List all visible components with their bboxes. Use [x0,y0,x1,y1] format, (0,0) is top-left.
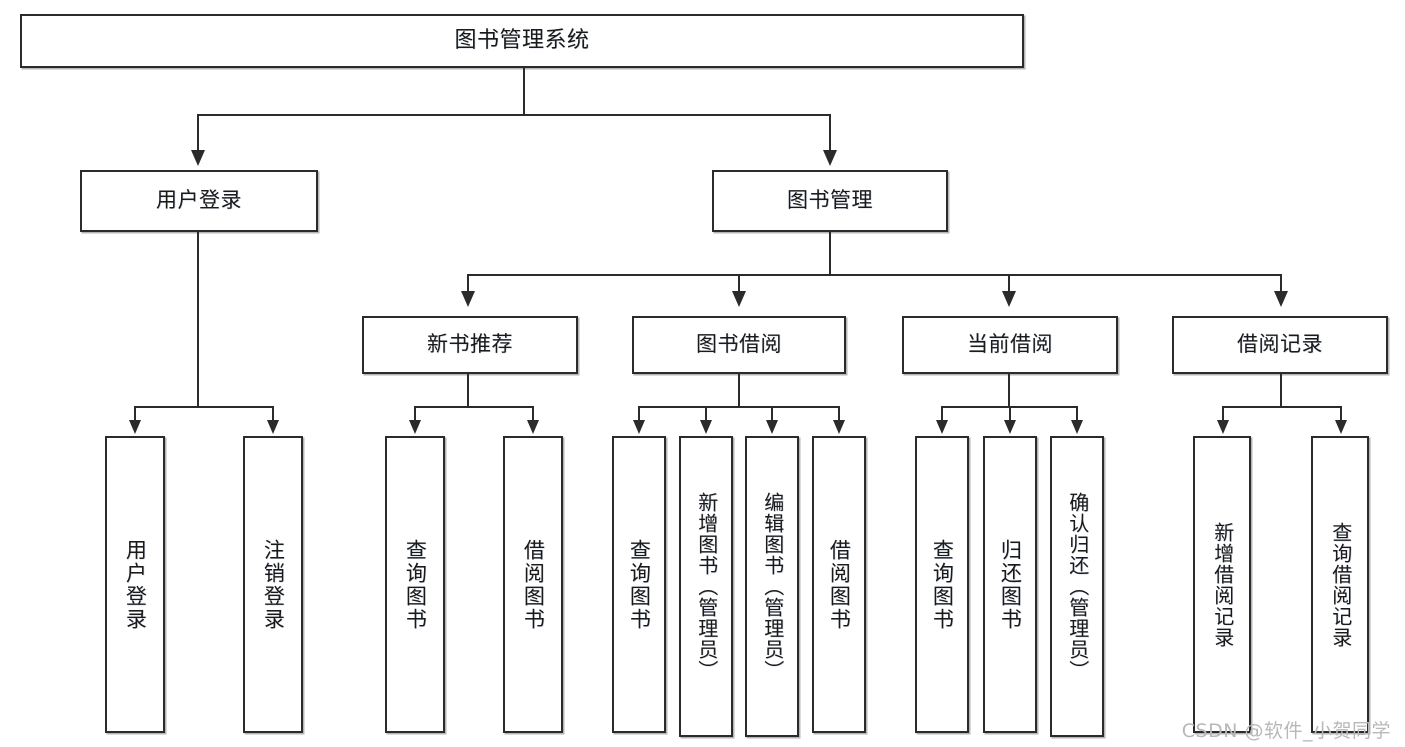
arrow-bb-leaf-2 [700,420,712,434]
node-borrow-record[interactable]: 借阅记录 [1172,316,1388,374]
leaf-current-borrow-query[interactable]: 查询图书 [915,436,969,733]
connector-br-drop-1 [1222,406,1224,421]
connector-user-login-drop-2 [272,406,274,421]
node-label: 确认归还（管理员） [1065,492,1090,681]
node-label: 当前借阅 [967,332,1053,357]
connector-user-login-bar [134,406,273,408]
connector-book-management-stem [829,232,831,276]
node-label: 图书管理系统 [454,27,590,53]
node-root-book-management-system[interactable]: 图书管理系统 [20,14,1024,68]
connector-bm-drop-4 [1280,274,1282,292]
node-label: 用户登录 [156,188,242,213]
connector-nb-drop-2 [532,406,534,421]
node-label: 借阅记录 [1237,332,1323,357]
node-new-book-recommend[interactable]: 新书推荐 [362,316,578,374]
arrow-nb-leaf-2 [527,420,539,434]
node-label: 图书借阅 [696,332,782,357]
arrow-cb-leaf-3 [1071,420,1083,434]
arrow-cb-leaf-2 [1004,420,1016,434]
arrow-cb-leaf-1 [936,420,948,434]
leaf-new-book-query[interactable]: 查询图书 [385,436,445,733]
node-label: 新增借阅记录 [1210,521,1235,648]
connector-book-borrow-stem [738,374,740,407]
leaf-current-borrow-confirm-return[interactable]: 确认归还（管理员） [1050,436,1104,737]
node-label: 用户登录 [123,538,148,631]
arrow-user-login-leaf-1 [129,420,141,434]
connector-bm-drop-2 [738,274,740,292]
leaf-book-borrow-query[interactable]: 查询图书 [612,436,666,733]
connector-book-management-bar [468,274,1282,276]
connector-bb-drop-4 [838,406,840,421]
leaf-user-login-logout[interactable]: 注销登录 [243,436,303,733]
connector-new-book-bar [414,406,534,408]
connector-root-stem [523,68,525,115]
connector-bm-drop-3 [1008,274,1010,292]
node-label: 图书管理 [787,188,873,213]
connector-user-login-drop-1 [134,406,136,421]
connector-root-to-book-management [829,114,831,152]
connector-bm-drop-1 [467,274,469,292]
arrow-nb-leaf-1 [409,420,421,434]
connector-cb-drop-1 [941,406,943,421]
connector-nb-drop-1 [414,406,416,421]
arrow-br-leaf-2 [1335,420,1347,434]
connector-bb-drop-1 [638,406,640,421]
connector-cb-drop-3 [1076,406,1078,421]
node-book-management[interactable]: 图书管理 [712,170,948,232]
node-label: 编辑图书（管理员） [760,492,785,681]
arrow-bm-to-new-book [461,291,475,307]
connector-bb-drop-3 [771,406,773,421]
arrow-bm-to-current-borrow [1002,291,1016,307]
leaf-book-borrow-edit[interactable]: 编辑图书（管理员） [745,436,799,737]
node-label: 归还图书 [998,538,1023,631]
connector-borrow-record-bar [1222,406,1342,408]
node-label: 注销登录 [261,538,286,631]
node-label: 查询图书 [930,538,955,631]
connector-new-book-stem [467,374,469,407]
node-label: 借阅图书 [521,538,546,631]
leaf-borrow-record-query[interactable]: 查询借阅记录 [1311,436,1369,733]
node-label: 查询图书 [403,538,428,631]
connector-br-drop-2 [1340,406,1342,421]
node-user-login[interactable]: 用户登录 [80,170,318,232]
arrow-br-leaf-1 [1217,420,1229,434]
leaf-book-borrow-add[interactable]: 新增图书（管理员） [679,436,733,737]
arrow-bb-leaf-4 [833,420,845,434]
node-book-borrow[interactable]: 图书借阅 [632,316,846,374]
leaf-current-borrow-return[interactable]: 归还图书 [983,436,1037,733]
arrow-root-to-book-management [823,150,837,166]
watermark-text: CSDN @软件_小贺同学 [1181,720,1391,742]
leaf-book-borrow-borrow[interactable]: 借阅图书 [812,436,866,733]
leaf-user-login-login[interactable]: 用户登录 [105,436,165,733]
node-label: 借阅图书 [827,538,852,631]
connector-bb-drop-2 [705,406,707,421]
connector-borrow-record-stem [1280,374,1282,407]
arrow-bb-leaf-3 [766,420,778,434]
arrow-user-login-leaf-2 [267,420,279,434]
arrow-bm-to-borrow-record [1274,291,1288,307]
arrow-bb-leaf-1 [633,420,645,434]
node-label: 查询图书 [627,538,652,631]
connector-root-to-user-login [197,114,199,152]
connector-cb-drop-2 [1009,406,1011,421]
node-current-borrow[interactable]: 当前借阅 [902,316,1118,374]
connector-current-borrow-stem [1008,374,1010,407]
leaf-new-book-borrow[interactable]: 借阅图书 [503,436,563,733]
node-label: 查询借阅记录 [1328,521,1353,648]
node-label: 新增图书（管理员） [694,492,719,681]
node-label: 新书推荐 [427,332,513,357]
arrow-bm-to-book-borrow [732,291,746,307]
connector-book-borrow-bar [638,406,840,408]
arrow-root-to-user-login [191,150,205,166]
connector-root-bar [198,114,831,116]
leaf-borrow-record-add[interactable]: 新增借阅记录 [1193,436,1251,733]
connector-user-login-stem [197,232,199,407]
